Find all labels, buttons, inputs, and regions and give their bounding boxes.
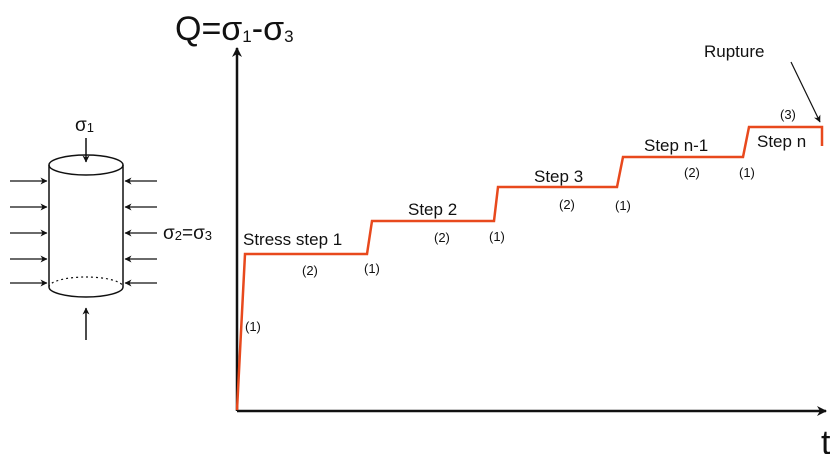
step-label: Step 3 (534, 167, 583, 186)
phase-label: (1) (615, 198, 631, 213)
phase-label: (2) (684, 165, 700, 180)
rupture-label: Rupture (704, 42, 764, 61)
phase-label: (2) (559, 197, 575, 212)
phase-label: (3) (780, 107, 796, 122)
cylinder-bottom-back (48, 276, 124, 288)
step-label: Step n (757, 132, 806, 151)
confining-arrows-right (124, 177, 157, 287)
phase-label: (1) (739, 165, 755, 180)
y-axis-title: Q=σ1-σ3 (175, 10, 294, 48)
confining-stress-label: σ2=σ3 (163, 223, 212, 244)
phase-label: (1) (489, 229, 505, 244)
confining-arrows-left (10, 177, 48, 287)
step-label: Step 2 (408, 200, 457, 219)
phase-label: (2) (434, 230, 450, 245)
phase-label: (1) (364, 261, 380, 276)
cylinder-bottom-front (48, 286, 124, 298)
step-label: Stress step 1 (243, 230, 342, 249)
x-axis-title: t (821, 424, 830, 454)
phase-label: (2) (302, 263, 318, 278)
rupture-arrow (790, 61, 821, 123)
phase-label: (1) (245, 319, 261, 334)
loading-path (235, 125, 824, 411)
step-label: Step n-1 (644, 136, 708, 155)
sample-cylinder (48, 154, 124, 298)
sigma1-label: σ1 (75, 115, 94, 136)
